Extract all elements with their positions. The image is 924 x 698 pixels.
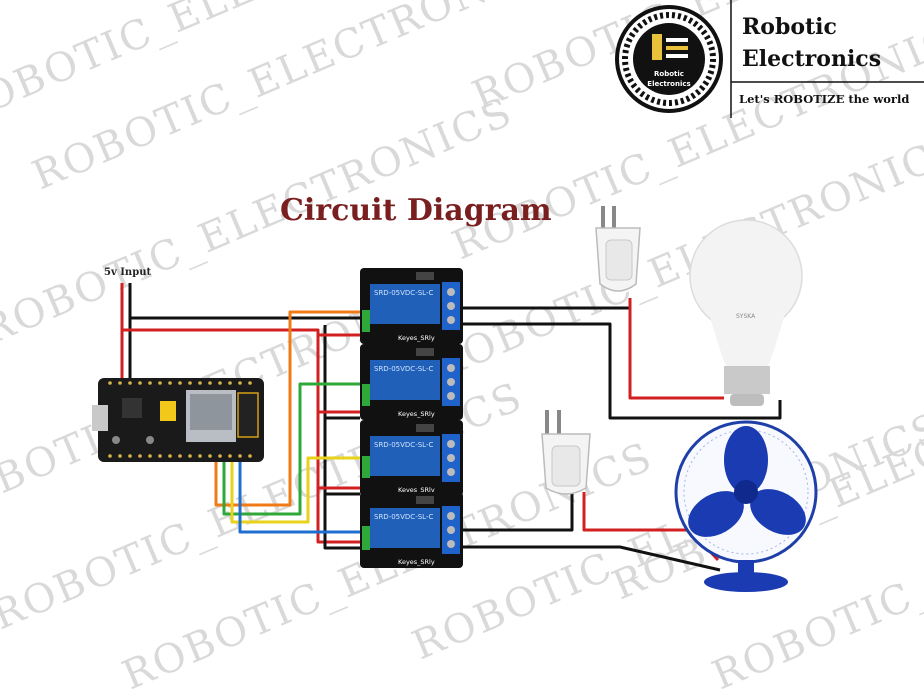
relay-model: SRD-05VDC-SL-C	[374, 289, 433, 297]
relay-module-4: SRD-05VDC-SL-C Keyes_SRly	[360, 492, 463, 568]
diagram-title: Circuit Diagram	[280, 193, 552, 228]
power-input-label: 5v Input	[104, 267, 151, 278]
brand-logo: Robotic Electronics	[615, 5, 723, 113]
brand-name-line1: Robotic	[742, 14, 837, 40]
chip	[160, 401, 176, 421]
wire-orange	[214, 310, 360, 507]
wire-black	[460, 545, 721, 572]
relay-module-2: SRD-05VDC-SL-C Keyes_SRly	[360, 344, 463, 420]
relay-model: SRD-05VDC-SL-C	[374, 513, 433, 521]
wire-green	[222, 382, 360, 516]
wire-black	[323, 325, 360, 550]
wire-red	[628, 298, 724, 400]
logo-text-line1: Robotic	[654, 70, 684, 78]
relay-module-3: SRD-05VDC-SL-C Keyes_SRly	[360, 420, 463, 496]
logo-text-line2: Electronics	[647, 80, 690, 88]
relay-brand: Keyes_SRly	[398, 558, 435, 566]
relay-brand: Keyes_SRly	[398, 486, 435, 494]
usb-port	[92, 405, 108, 431]
wire-red	[122, 328, 360, 544]
relay-brand: Keyes_SRly	[398, 410, 435, 418]
plug-icon	[541, 410, 591, 495]
brand-tagline: Let's ROBOTIZE the world	[739, 92, 909, 106]
light-bulb-icon: SYSKA	[689, 219, 803, 406]
relay-module-1: SRD-05VDC-SL-C Keyes_SRly	[360, 268, 463, 344]
table-fan-icon	[674, 420, 818, 592]
wires	[120, 283, 782, 572]
wire-black	[460, 492, 574, 532]
relay-model: SRD-05VDC-SL-C	[374, 365, 433, 373]
brand-name-line2: Electronics	[742, 46, 881, 72]
bulb-brand: SYSKA	[736, 313, 756, 320]
wire-yellow	[230, 456, 360, 524]
nodemcu-board	[92, 378, 264, 462]
relay-model: SRD-05VDC-SL-C	[374, 441, 433, 449]
wire-blue	[238, 457, 360, 534]
plug-icon	[595, 206, 641, 292]
wire-black	[460, 322, 782, 420]
relay-brand: Keyes_SRly	[398, 334, 435, 342]
